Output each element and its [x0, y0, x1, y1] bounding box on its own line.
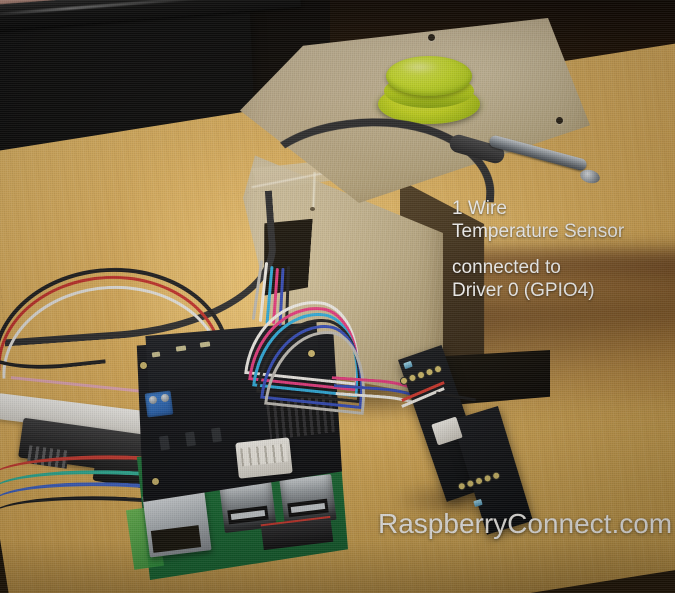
- hat-ic-2: [185, 431, 196, 447]
- box-top-hole-right: [556, 117, 563, 124]
- box-top-hole-left: [428, 34, 435, 41]
- box-pin-head: [310, 207, 315, 211]
- terminal-screw-1: [149, 396, 157, 404]
- hat-ic-3: [211, 427, 222, 443]
- annotation-line-4: Driver 0 (GPIO4): [452, 280, 595, 301]
- site-watermark: RaspberryConnect.com: [378, 508, 673, 539]
- annotation-spacer: [452, 243, 624, 256]
- hat-ic-1: [159, 435, 170, 451]
- terminal-screw-2: [161, 394, 169, 402]
- hat-mount-pad-2: [308, 350, 315, 357]
- button-highlight: [398, 60, 440, 74]
- speaker-terminal-block: [144, 390, 174, 418]
- annotation-text-block: 1 Wire Temperature Sensor connected to D…: [452, 197, 624, 302]
- annotation-line-2: Temperature Sensor: [452, 221, 625, 242]
- hat-mount-pad-1: [140, 362, 147, 369]
- hat-mount-pad-3: [152, 478, 159, 485]
- annotation-line-1: 1 Wire: [452, 198, 507, 219]
- annotation-line-3: connected to: [452, 257, 561, 278]
